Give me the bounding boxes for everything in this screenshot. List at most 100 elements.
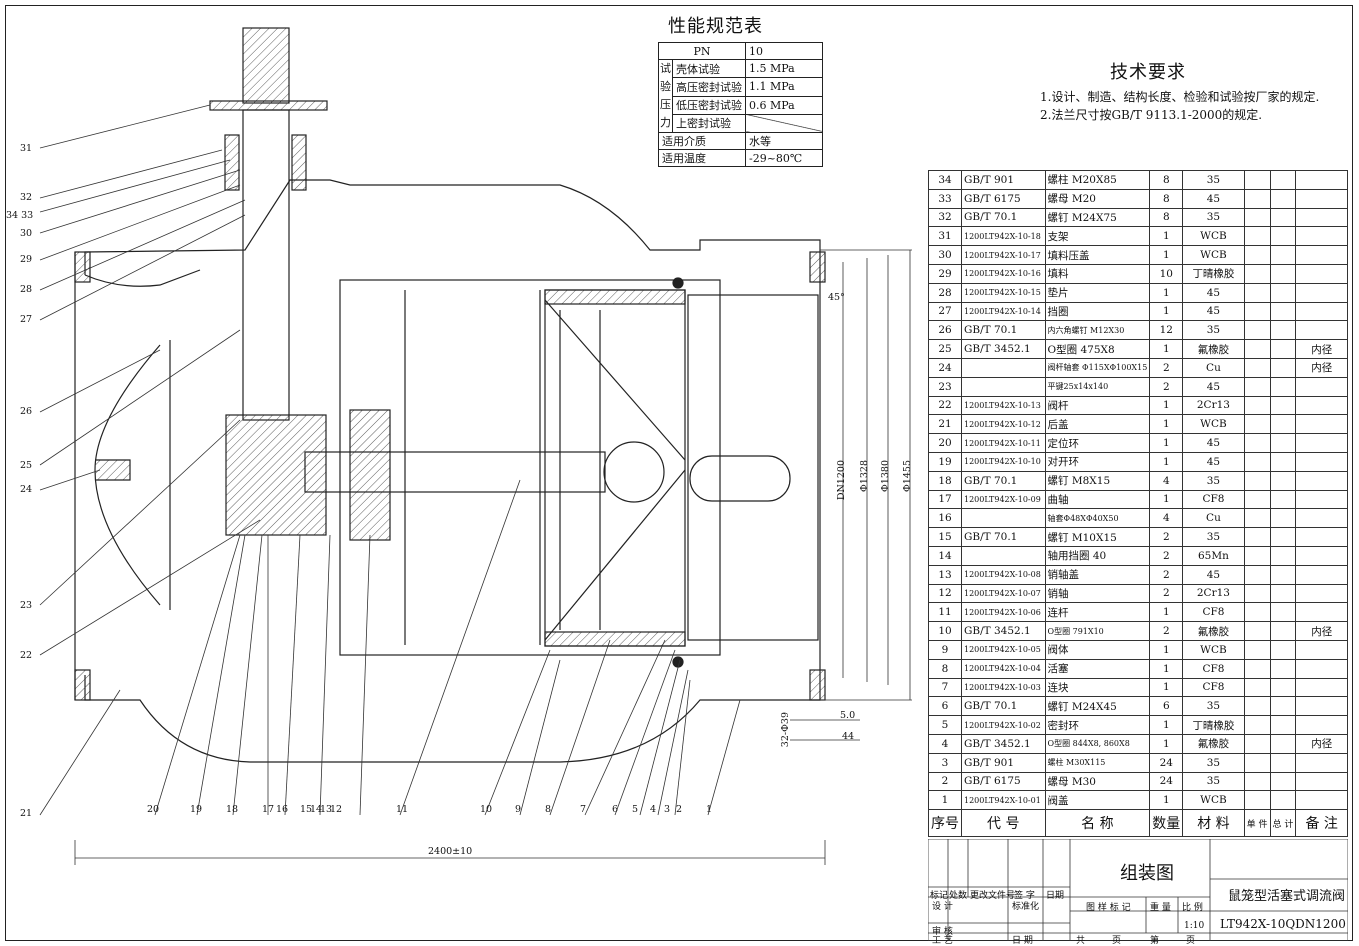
bom-cell-mat: WCB: [1182, 245, 1245, 265]
callout-label: 1: [706, 804, 713, 815]
tb-weight: 重 量: [1150, 903, 1171, 913]
bom-cell-qty: 2: [1149, 564, 1184, 585]
bom-cell-qty: 8: [1149, 170, 1184, 190]
bom-header-unit: 单 件: [1243, 809, 1271, 838]
callout-label: 2: [676, 804, 683, 815]
bom-cell-code: GB/T 70.1: [961, 320, 1046, 341]
bom-cell-empty: [1243, 188, 1271, 209]
bom-cell-no: 28: [928, 282, 962, 303]
bom-cell-empty: [1269, 715, 1297, 735]
bom-cell-empty: [1243, 395, 1271, 416]
bom-cell-no: 27: [928, 301, 962, 322]
bom-cell-mat: 35: [1182, 771, 1245, 792]
bom-cell-no: 14: [928, 545, 962, 566]
bom-cell-qty: 2: [1149, 621, 1184, 641]
bom-cell-mat: 2Cr13: [1182, 395, 1245, 416]
bom-cell-code: GB/T 70.1: [961, 696, 1046, 717]
bom-cell-note: [1295, 489, 1348, 510]
bom-cell-mat: 氟橡胶: [1182, 733, 1245, 754]
bom-cell-no: 29: [928, 263, 962, 284]
bom-header-code: 代 号: [961, 809, 1046, 838]
bom-cell-note: [1295, 245, 1348, 265]
bom-cell-mat: 35: [1182, 696, 1245, 717]
bom-cell-empty: [1269, 170, 1297, 190]
bom-cell-no: 9: [928, 639, 962, 660]
bom-cell-note: [1295, 508, 1348, 529]
bom-cell-code: 1200LT942X-10-08: [961, 564, 1046, 585]
tb-mark: 标记: [930, 891, 949, 901]
bom-cell-code: 1200LT942X-10-02: [961, 715, 1046, 735]
bom-cell-mat: 丁晴橡胶: [1182, 715, 1245, 735]
tb-scale-label: 比 例: [1182, 903, 1203, 913]
bom-cell-no: 6: [928, 696, 962, 717]
callout-label: 3: [664, 804, 671, 815]
bom-cell-qty: 1: [1149, 245, 1184, 265]
bom-cell-mat: 35: [1182, 320, 1245, 341]
bom-cell-empty: [1269, 696, 1297, 717]
bom-cell-empty: [1269, 658, 1297, 679]
bom-cell-note: [1295, 433, 1348, 453]
bom-cell-note: [1295, 564, 1348, 585]
dim-5: 5.0: [840, 710, 856, 721]
bom-cell-qty: 1: [1149, 733, 1184, 754]
perf-group-label: 试验压力: [658, 59, 673, 133]
bom-cell-qty: 24: [1149, 771, 1184, 792]
bom-cell-empty: [1243, 301, 1271, 322]
bom-cell-no: 2: [928, 771, 962, 792]
tb-change-doc: 更改文件号: [970, 891, 1016, 901]
bom-cell-empty: [1243, 339, 1271, 359]
bom-cell-note: [1295, 677, 1348, 698]
bom-cell-mat: 35: [1182, 470, 1245, 491]
bom-cell-qty: 24: [1149, 752, 1184, 773]
bom-cell-note: [1295, 527, 1348, 547]
bom-cell-empty: [1243, 545, 1271, 566]
callout-label: 6: [612, 804, 619, 815]
pin: [603, 441, 665, 503]
bom-cell-name: 螺钉 M24X75: [1044, 207, 1151, 228]
bom-cell-empty: [1269, 414, 1297, 435]
tech-req-line: 1.设计、制造、结构长度、检验和试验按厂家的规定.: [1040, 90, 1320, 104]
bom-cell-no: 18: [928, 470, 962, 491]
bom-cell-code: GB/T 3452.1: [961, 339, 1046, 359]
bom-cell-qty: 2: [1149, 545, 1184, 566]
bom-cell-empty: [1243, 414, 1271, 435]
bom-cell-no: 12: [928, 583, 962, 604]
bom-cell-no: 20: [928, 433, 962, 453]
tech-req-title: 技术要求: [1110, 62, 1186, 83]
bom-cell-note: [1295, 207, 1348, 228]
bom-cell-note: [1295, 583, 1348, 604]
bom-cell-qty: 1: [1149, 226, 1184, 247]
bom-cell-no: 17: [928, 489, 962, 510]
bom-cell-mat: CF8: [1182, 658, 1245, 679]
callout-label: 27: [20, 314, 33, 325]
bom-cell-no: 15: [928, 527, 962, 547]
bom-cell-name: 连杆: [1044, 602, 1151, 623]
bom-cell-empty: [1243, 771, 1271, 792]
bom-cell-no: 1: [928, 790, 962, 811]
perf-row-value: 1.5 MPa: [745, 58, 823, 79]
bom-cell-qty: 4: [1149, 470, 1184, 491]
bom-cell-note: [1295, 451, 1348, 472]
bom-cell-name: 阀盖: [1044, 790, 1151, 811]
tb-sheet-no: 第: [1150, 936, 1160, 946]
dim-dn: DN1200: [836, 460, 847, 501]
bom-cell-mat: 35: [1182, 752, 1245, 773]
bom-cell-note: [1295, 282, 1348, 303]
bom-cell-note: [1295, 658, 1348, 679]
bom-cell-empty: [1243, 451, 1271, 472]
bom-cell-qty: 1: [1149, 677, 1184, 698]
bom-cell-code: 1200LT942X-10-14: [961, 301, 1046, 322]
bom-cell-note: [1295, 395, 1348, 416]
bom-cell-name: 销轴盖: [1044, 564, 1151, 585]
callout-label: 9: [515, 804, 522, 815]
bom-cell-empty: [1269, 677, 1297, 698]
bom-cell-no: 4: [928, 733, 962, 754]
